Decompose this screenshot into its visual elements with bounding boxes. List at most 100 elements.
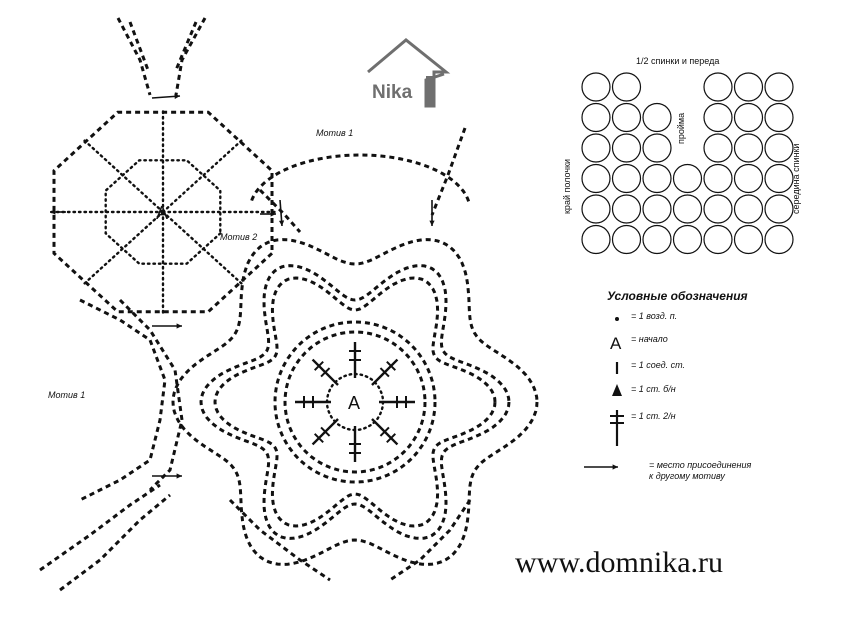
motif2-dc-crossbar bbox=[320, 367, 331, 378]
schema-top-label: 1/2 спинки и переда bbox=[636, 56, 720, 66]
legend-text: = 1 ст. б/н bbox=[631, 384, 676, 394]
schema-motif bbox=[764, 224, 794, 255]
slip-stitch-icon bbox=[605, 357, 627, 379]
motif1-top-tie-right bbox=[430, 127, 467, 216]
legend-title: Условные обозначения bbox=[607, 289, 748, 303]
schema-motif bbox=[733, 224, 764, 255]
motif2-lower-right-tail bbox=[389, 499, 472, 582]
motif1-left-arc bbox=[79, 298, 167, 502]
motif1-left-label: Мотив 1 bbox=[48, 390, 86, 400]
schema-motif bbox=[581, 163, 611, 194]
motif1-inner-ring bbox=[104, 159, 222, 265]
motif2-dc-crossbar bbox=[386, 360, 397, 371]
motif1-tie-right-2 bbox=[174, 21, 198, 71]
schema-motif bbox=[733, 133, 764, 163]
motif1-spoke bbox=[82, 138, 165, 214]
legend-item-chain: = 1 возд. п. bbox=[605, 308, 677, 330]
motif2-dc-crossbar bbox=[379, 367, 390, 378]
motif2-dc-crossbar bbox=[379, 426, 390, 437]
dc2-cross-icon bbox=[605, 408, 627, 430]
motif2-dc-crossbar bbox=[320, 426, 331, 437]
schema-motif bbox=[581, 133, 611, 163]
motif1-top-label: Мотив 1 bbox=[316, 128, 354, 138]
schema-motif bbox=[581, 72, 611, 102]
motif1-top-arc bbox=[249, 153, 471, 202]
motif1-start-marker: A bbox=[156, 203, 168, 223]
start-a-icon bbox=[605, 331, 627, 353]
schema-motif bbox=[703, 224, 733, 255]
motif1-top-tie-left bbox=[258, 188, 302, 233]
schema-right-label: середина спинки bbox=[791, 143, 801, 214]
schema-motif bbox=[642, 102, 672, 133]
schema-motif bbox=[611, 133, 642, 163]
motif2-petal-inner-round bbox=[213, 276, 497, 528]
assembly-schema bbox=[581, 72, 794, 255]
motif1-outer-round bbox=[52, 110, 274, 314]
motif2-outer-round bbox=[171, 238, 539, 566]
motif2-lower-left-tail bbox=[228, 498, 331, 582]
schema-motif bbox=[733, 102, 764, 133]
join-arrow-m1b-head bbox=[429, 220, 435, 226]
join-arrow-left-head bbox=[50, 209, 56, 215]
site-url: www.domnika.ru bbox=[515, 546, 724, 579]
motif2-dc-crossbar bbox=[386, 433, 397, 444]
legend-text: = начало bbox=[631, 334, 668, 344]
join-arrow-right-head bbox=[270, 211, 276, 217]
motif1-spoke bbox=[82, 210, 165, 286]
schema-motif bbox=[642, 224, 672, 255]
start-a-icon-shape: A bbox=[610, 334, 622, 353]
schema-motif bbox=[703, 102, 733, 133]
motif2-dc-crossbar bbox=[313, 433, 324, 444]
schema-motif bbox=[764, 72, 794, 102]
motif2-ring-inner bbox=[283, 330, 427, 474]
schema-motif bbox=[581, 194, 611, 224]
schema-motif bbox=[611, 163, 642, 194]
schema-armhole-label: пройма bbox=[676, 112, 686, 144]
motif1-left-tail-2 bbox=[59, 493, 171, 592]
legend-item-start: = начало bbox=[605, 331, 668, 353]
motif1-spoke bbox=[161, 210, 244, 286]
motif1-spoke bbox=[161, 138, 244, 214]
schema-motif bbox=[642, 133, 672, 163]
motif1-tie-left bbox=[116, 17, 152, 96]
schema-motif bbox=[581, 102, 611, 133]
schema-motif bbox=[703, 133, 733, 163]
schema-motif bbox=[764, 133, 794, 163]
chain-dot-icon-shape bbox=[615, 317, 619, 321]
legend-text: = место присоединения к другому мотиву bbox=[649, 460, 752, 481]
schema-motif bbox=[611, 224, 642, 255]
schema-motif bbox=[642, 194, 672, 224]
motif1-tie-right bbox=[174, 17, 207, 96]
schema-motif bbox=[611, 194, 642, 224]
join-arrow-icon-shape-head bbox=[612, 464, 618, 470]
schema-motif bbox=[672, 163, 703, 194]
legend-text: = 1 соед. ст. bbox=[631, 360, 686, 370]
schema-motif bbox=[764, 163, 794, 194]
join-arrow-m1a-head bbox=[278, 220, 285, 226]
schema-motif bbox=[764, 102, 794, 133]
schema-motif bbox=[733, 194, 764, 224]
legend-text: = 1 возд. п. bbox=[631, 311, 678, 321]
legend-symbols: A bbox=[584, 317, 624, 470]
legend-item-sc: = 1 ст. б/н bbox=[605, 381, 676, 403]
motif-chart: AA bbox=[39, 17, 539, 592]
schema-motif bbox=[672, 194, 703, 224]
motif2-petal-round bbox=[199, 264, 511, 540]
schema-motif bbox=[642, 163, 672, 194]
schema-motif bbox=[611, 72, 642, 102]
schema-motif bbox=[611, 102, 642, 133]
schema-motif bbox=[703, 72, 733, 102]
sc-triangle-icon-shape bbox=[612, 384, 622, 396]
join-arrow-m2a-head bbox=[176, 323, 182, 329]
motif1-left-tail-1 bbox=[39, 483, 161, 572]
schema-motif bbox=[672, 224, 703, 255]
join-arrow-m2b-head bbox=[176, 473, 182, 479]
schema-motif bbox=[733, 72, 764, 102]
schema-motif bbox=[581, 224, 611, 255]
join-arrow-icon bbox=[605, 458, 645, 480]
motif2-ring-outer bbox=[273, 320, 437, 484]
legend-item-slip: = 1 соед. ст. bbox=[605, 357, 685, 379]
motif2-label: Мотив 2 bbox=[220, 232, 258, 242]
legend-item-dc2: = 1 ст. 2/н bbox=[605, 408, 676, 430]
